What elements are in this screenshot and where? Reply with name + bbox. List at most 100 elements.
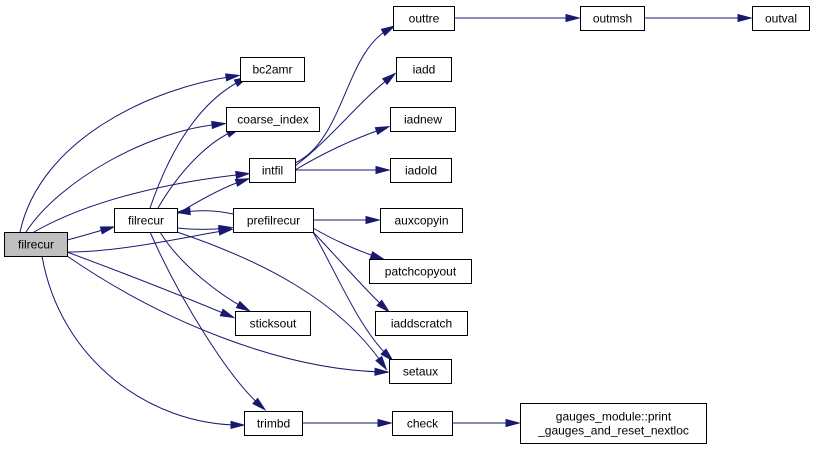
node-outtre[interactable]: outtre bbox=[393, 6, 455, 31]
node-check[interactable]: check bbox=[392, 411, 453, 436]
edge-line bbox=[66, 229, 229, 253]
node-label: trimbd bbox=[257, 417, 290, 431]
node-sticksout[interactable]: sticksout bbox=[235, 311, 311, 336]
node-coarse-index[interactable]: coarse_index bbox=[226, 107, 320, 132]
node-label: iadnew bbox=[404, 113, 442, 127]
node-iadold[interactable]: iadold bbox=[390, 158, 452, 183]
node-label: bc2amr bbox=[252, 63, 292, 77]
edge-outmsh-to-outval bbox=[644, 13, 753, 23]
edge-filrecur_root-to-bc2amr bbox=[19, 73, 241, 233]
arrow-head bbox=[365, 215, 381, 225]
node-iaddscratch[interactable]: iaddscratch bbox=[375, 311, 468, 336]
node-iadd[interactable]: iadd bbox=[396, 57, 452, 82]
edge-filrecur_root-to-trimbd bbox=[41, 255, 246, 429]
edge-line bbox=[294, 75, 393, 167]
node-patchcopyout[interactable]: patchcopyout bbox=[369, 259, 472, 284]
node-box bbox=[390, 107, 456, 132]
node-label: iaddscratch bbox=[391, 317, 452, 331]
edge-line bbox=[294, 127, 386, 171]
edge-line bbox=[66, 251, 231, 317]
edge-line bbox=[159, 231, 247, 310]
node-label: auxcopyin bbox=[394, 214, 448, 228]
node-label: patchcopyout bbox=[385, 265, 457, 279]
arrow-head bbox=[380, 25, 397, 37]
node-box bbox=[390, 158, 452, 183]
node-box bbox=[369, 259, 472, 284]
edge-prefilrecur-to-patchcopyout bbox=[312, 227, 386, 260]
edge-filrecur-to-sticksout bbox=[159, 231, 252, 312]
edge-filrecur_root-to-setaux bbox=[66, 255, 390, 376]
edge-prefilrecur-to-setaux bbox=[312, 231, 395, 363]
arrow-head bbox=[218, 224, 234, 234]
node-box bbox=[249, 158, 296, 183]
call-nodes: filrecur filrecur bc2amr coarse_indexintfil… bbox=[4, 6, 810, 444]
node-box bbox=[392, 411, 453, 436]
edge-prefilrecur-to-filrecur bbox=[175, 206, 234, 216]
node-box bbox=[233, 208, 314, 233]
arrow-head bbox=[224, 73, 241, 82]
arrow-head bbox=[737, 13, 753, 23]
edge-intfil-to-iadd bbox=[294, 72, 397, 167]
arrow-head bbox=[211, 120, 227, 130]
arrow-head bbox=[235, 170, 251, 180]
node-box bbox=[375, 311, 468, 336]
arrow-head bbox=[374, 126, 391, 136]
node-label: sticksout bbox=[250, 317, 297, 331]
node-label: coarse_index bbox=[237, 113, 308, 127]
node-label: filrecur bbox=[18, 238, 54, 252]
node-box bbox=[380, 208, 463, 233]
edge-outtre-to-outmsh bbox=[454, 13, 581, 23]
node-label: prefilrecur bbox=[247, 214, 300, 228]
node-auxcopyin[interactable]: auxcopyin bbox=[380, 208, 463, 233]
edge-line bbox=[25, 123, 222, 233]
arrow-head bbox=[235, 300, 252, 312]
edge-line bbox=[149, 231, 263, 408]
node-outmsh[interactable]: outmsh bbox=[580, 6, 645, 31]
node-filrecur-root[interactable]: filrecur bbox=[4, 232, 68, 257]
node-label: setaux bbox=[403, 365, 438, 379]
node-box bbox=[393, 6, 455, 31]
arrow-head bbox=[99, 226, 116, 235]
node-label: outtre bbox=[409, 12, 440, 26]
edge-line bbox=[312, 231, 391, 359]
node-label: gauges_module::print bbox=[556, 410, 672, 424]
edge-filrecur-to-trimbd bbox=[149, 231, 267, 411]
edge-line bbox=[19, 75, 236, 233]
node-trimbd[interactable]: trimbd bbox=[244, 411, 303, 436]
node-box bbox=[240, 57, 305, 82]
node-bc2amr[interactable]: bc2amr bbox=[240, 57, 305, 82]
arrow-head bbox=[230, 420, 246, 429]
arrow-head bbox=[565, 13, 581, 23]
edge-line bbox=[149, 78, 245, 209]
arrow-head bbox=[252, 397, 267, 411]
edge-prefilrecur-to-iaddscratch bbox=[312, 231, 391, 314]
node-prefilrecur[interactable]: prefilrecur bbox=[233, 208, 314, 233]
node-label: outmsh bbox=[593, 12, 632, 26]
edge-line bbox=[41, 255, 241, 426]
edge-filrecur-to-prefilrecur bbox=[176, 224, 234, 234]
arrow-head bbox=[234, 178, 251, 187]
edge-intfil-to-iadnew bbox=[294, 126, 391, 171]
edge-filrecur_root-to-intfil bbox=[33, 170, 251, 233]
node-gauges[interactable]: gauges_module::print_gauges_and_reset_ne… bbox=[520, 403, 707, 444]
arrow-head bbox=[375, 165, 391, 175]
node-intfil[interactable]: intfil bbox=[249, 158, 296, 183]
node-box bbox=[226, 107, 320, 132]
node-box bbox=[520, 403, 707, 444]
arrow-head bbox=[369, 251, 386, 260]
edge-line bbox=[66, 255, 385, 373]
edge-filrecur_root-to-coarse_index bbox=[25, 120, 227, 233]
node-box bbox=[580, 6, 645, 31]
node-label: _gauges_and_reset_nextloc bbox=[537, 424, 689, 438]
edge-intfil-to-outtre bbox=[294, 25, 397, 164]
edge-line bbox=[157, 129, 237, 209]
edge-filrecur-to-bc2amr bbox=[149, 76, 250, 209]
arrow-head bbox=[375, 355, 388, 371]
edge-prefilrecur-to-auxcopyin bbox=[313, 215, 381, 225]
node-iadnew[interactable]: iadnew bbox=[390, 107, 456, 132]
node-box bbox=[752, 6, 810, 31]
edge-filrecur-to-setaux bbox=[176, 231, 388, 371]
node-filrecur[interactable]: filrecur bbox=[114, 208, 178, 233]
node-outval[interactable]: outval bbox=[752, 6, 810, 31]
node-setaux[interactable]: setaux bbox=[389, 359, 452, 384]
